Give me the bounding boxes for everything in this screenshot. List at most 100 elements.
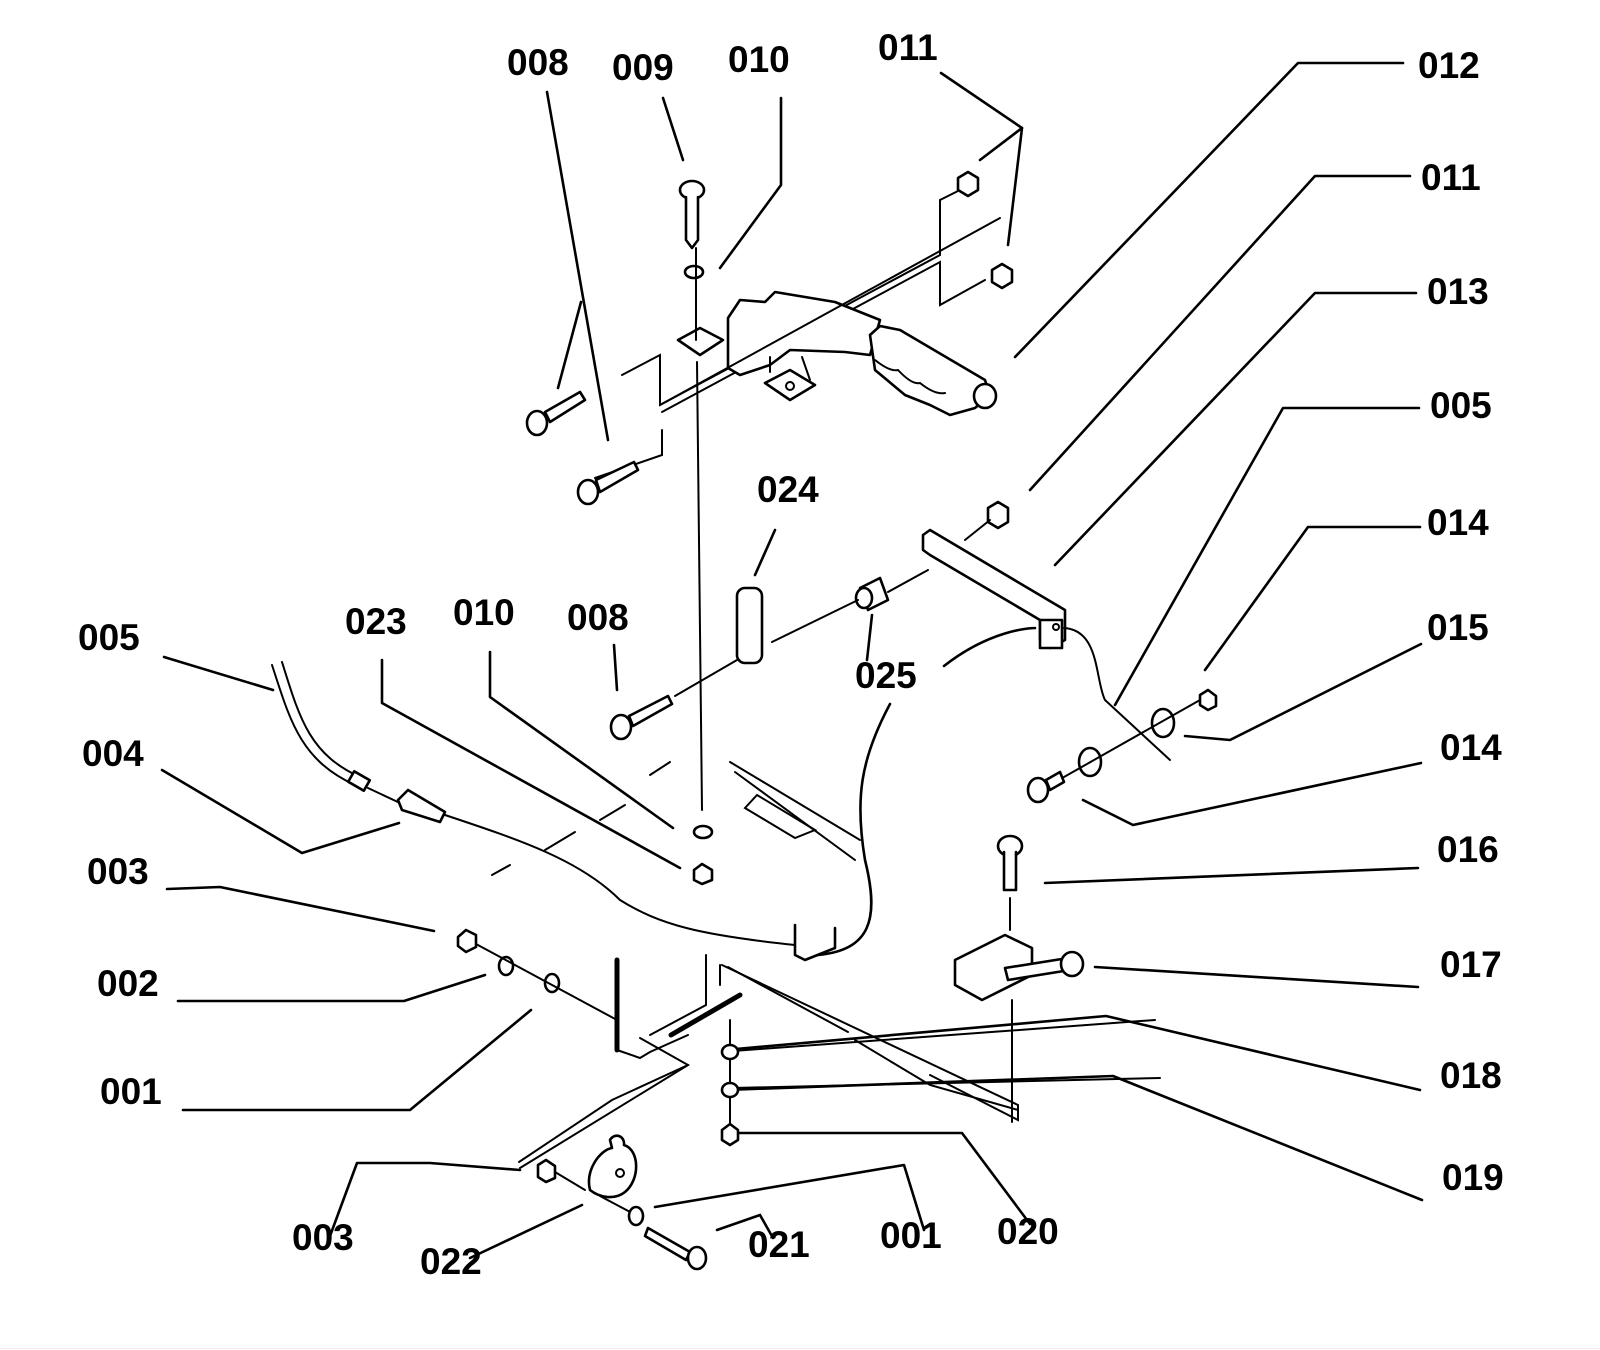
cable-005-left-b (281, 661, 363, 779)
washer-001-bottom (627, 1205, 645, 1227)
bolt-021-shank (643, 1226, 692, 1262)
callout-008-top: 008 (507, 42, 569, 83)
callout-labels: 008 009 010 011 012 011 013 005 014 015 … (78, 27, 1504, 1282)
leader-016 (1043, 866, 1420, 885)
bolt-008-top-shank-2 (594, 460, 640, 494)
pivot-plate (676, 326, 725, 357)
leader-014-upper (1203, 525, 1422, 672)
leader-003-bottom (328, 1161, 522, 1238)
leader-008-mid (612, 643, 619, 692)
washer-018 (720, 1043, 740, 1061)
callout-003-bottom: 003 (292, 1217, 354, 1258)
frame-line-3 (743, 793, 818, 840)
nut-011-b (990, 262, 1014, 290)
frame-lower-2 (732, 1077, 1161, 1089)
bolt-008-mid-head (609, 713, 633, 741)
leader-021-path (715, 1213, 775, 1240)
cam-assembly (518, 1064, 708, 1271)
callout-010-top: 010 (728, 39, 790, 80)
leader-005-left (162, 655, 275, 692)
nut-014 (1198, 688, 1218, 712)
brake-lever-assembly (594, 189, 1001, 479)
cam-022 (587, 1134, 638, 1199)
nut-003-bottom (536, 1158, 557, 1184)
callout-005-right: 005 (1430, 385, 1492, 426)
floor-frame (271, 661, 1161, 1169)
lever-rod-a (659, 217, 1001, 406)
leader-003-left (165, 885, 436, 933)
nut-023 (692, 862, 714, 886)
leader-014-lower (1081, 761, 1423, 827)
bolt-021-head (686, 1245, 708, 1271)
callout-011-right: 011 (1421, 157, 1481, 198)
leader-009 (661, 96, 685, 162)
bolt-008-mid-shank (627, 694, 674, 728)
lever-body (726, 290, 882, 377)
leader-024 (753, 528, 777, 577)
callout-016: 016 (1437, 829, 1499, 870)
callout-025: 025 (855, 655, 917, 696)
lever-bracket-leg (769, 356, 811, 381)
washer-010-mid (692, 824, 714, 840)
callout-023: 023 (345, 601, 407, 642)
frame-tri (854, 1039, 1019, 1111)
callout-005-left: 005 (78, 617, 140, 658)
cable-run (444, 814, 796, 946)
nut-020 (720, 1122, 740, 1147)
frame-line-1 (729, 761, 861, 841)
callout-020: 020 (997, 1211, 1059, 1252)
spring-rod (668, 992, 743, 1038)
leader-004 (160, 768, 401, 855)
callout-015: 015 (1427, 607, 1489, 648)
equalizer-hole (1052, 623, 1060, 631)
bracket-017-knob (1059, 950, 1085, 978)
left-bracket-base (616, 1034, 689, 1060)
callout-010-mid: 010 (453, 592, 515, 633)
washer-019 (720, 1081, 740, 1099)
callout-021: 021 (748, 1224, 810, 1265)
leader-012 (1013, 61, 1405, 359)
frame-diag-low (519, 1037, 690, 1169)
bolt-008-top-head-2 (576, 478, 600, 506)
equalizer-assembly (609, 500, 1171, 761)
nut-003-left (456, 928, 478, 954)
nut-011-mid (986, 500, 1010, 530)
bolt-head (678, 179, 706, 201)
leader-011-top-a (939, 71, 1024, 162)
nut-011-a (956, 170, 980, 198)
lever-bracket-hole (785, 381, 795, 391)
frame-line-2 (734, 771, 856, 861)
lever-button (972, 382, 998, 410)
callout-001-bottom: 001 (880, 1215, 942, 1256)
callout-003-left: 003 (87, 851, 149, 892)
vertical-rod (695, 247, 703, 811)
leader-023 (380, 658, 682, 870)
leader-015 (1183, 642, 1423, 742)
fastener-set-014-015 (1026, 688, 1218, 804)
callout-017: 017 (1440, 944, 1502, 985)
leader-lines (160, 61, 1424, 1260)
callout-018: 018 (1440, 1055, 1502, 1096)
leader-011-right (1028, 174, 1412, 492)
lever-grip (868, 324, 992, 417)
bolt-008-top-head-1 (525, 409, 549, 437)
equalizer-axis (771, 569, 929, 643)
washer-015 (1150, 707, 1176, 739)
bolts-008-top (525, 390, 640, 506)
frame-dash-4 (491, 864, 511, 876)
leader-017 (1093, 965, 1420, 989)
bushing-025-end (854, 586, 874, 610)
leader-001-bottom (653, 1163, 926, 1232)
callout-012: 012 (1418, 45, 1480, 86)
leader-008-top-branch (556, 300, 583, 390)
leader-008-top (545, 90, 610, 442)
plate-024 (735, 586, 764, 665)
leader-013 (1053, 291, 1418, 567)
leader-011-top-b (1006, 126, 1024, 247)
cable-005-right (1063, 627, 1171, 761)
leader-002 (176, 973, 487, 1003)
callout-019: 019 (1442, 1157, 1504, 1198)
leader-010-mid (488, 650, 675, 830)
bolt-016-shank (1002, 850, 1018, 892)
leader-019 (723, 1074, 1424, 1202)
